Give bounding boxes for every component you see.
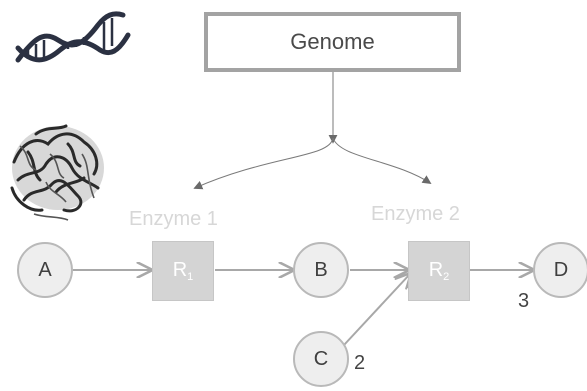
- genome-to-enzyme2-arrow: [332, 137, 432, 184]
- reaction-r2-box: R2: [408, 241, 470, 301]
- protein-structure-icon: [10, 124, 104, 221]
- reaction-r1-box: R1: [152, 241, 214, 301]
- metabolite-b-node: B: [293, 242, 349, 298]
- metabolite-a-node: A: [17, 242, 73, 298]
- enzyme-2-label: Enzyme 2: [371, 203, 460, 225]
- enzyme-1-label: Enzyme 1: [129, 208, 218, 230]
- metabolite-b-label: B: [314, 258, 328, 281]
- c-to-r2-arrow: [343, 274, 410, 346]
- dna-helix-icon: [15, 11, 131, 63]
- metabolite-d-label: D: [553, 258, 569, 281]
- genome-label: Genome: [290, 29, 375, 54]
- metabolite-a-label: A: [38, 258, 52, 281]
- reaction-r2-label: R2: [428, 259, 450, 283]
- stoichiometry-d-label: 3: [518, 290, 530, 312]
- stoichiometry-c-label: 2: [354, 352, 366, 374]
- metabolite-c-label: C: [313, 347, 329, 370]
- metabolite-c-node: C: [293, 331, 349, 387]
- genome-to-enzyme1-arrow: [193, 137, 334, 190]
- genome-box: Genome: [204, 12, 461, 72]
- metabolite-d-node: D: [533, 242, 587, 298]
- reaction-r1-label: R1: [172, 259, 194, 283]
